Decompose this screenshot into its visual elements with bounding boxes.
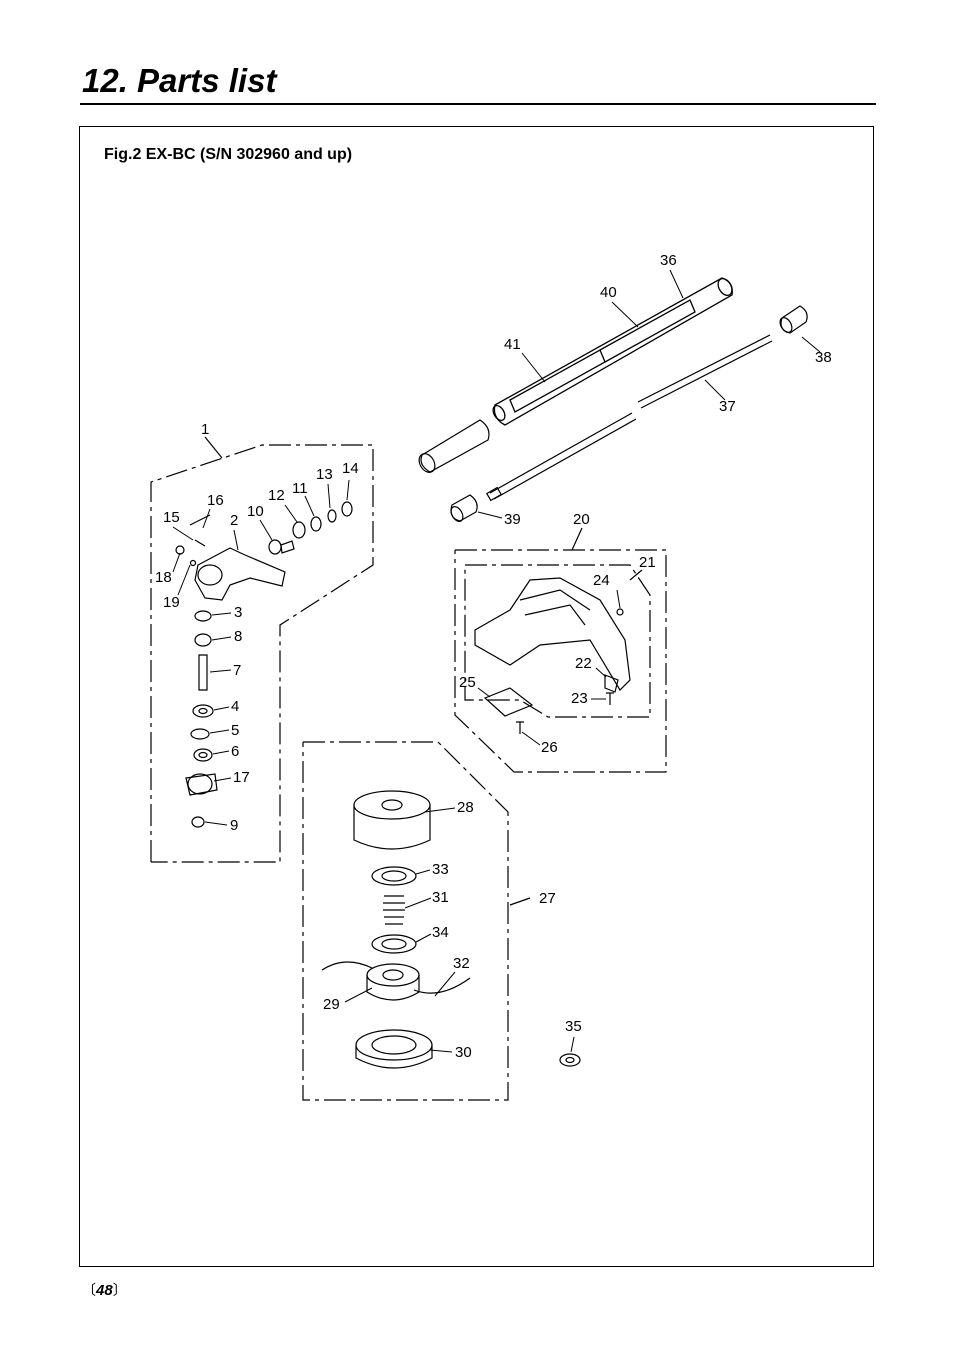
gear-case	[194, 547, 286, 601]
callout-30: 30	[455, 1044, 472, 1061]
spool	[321, 961, 471, 1001]
callout-10: 10	[247, 503, 264, 520]
callout-25: 25	[459, 674, 476, 691]
callout-28: 28	[457, 799, 474, 816]
callout-16: 16	[207, 492, 224, 509]
callout-38: 38	[815, 349, 832, 366]
clip-22	[604, 674, 619, 693]
page-title: 12. Parts list	[82, 62, 277, 99]
callout-6: 6	[231, 743, 240, 760]
bolt-23	[606, 692, 614, 705]
callout-41: 41	[504, 336, 521, 353]
callout-29: 29	[323, 996, 340, 1013]
callout-14: 14	[342, 460, 359, 477]
callout-12: 12	[268, 487, 285, 504]
callout-8: 8	[234, 628, 243, 645]
callout-1: 1	[201, 421, 210, 438]
plate-25	[483, 687, 534, 717]
callout-19: 19	[163, 594, 180, 611]
figure-frame	[79, 126, 874, 1267]
callout-17: 17	[233, 769, 250, 786]
page-bracket-close: 〕	[112, 1282, 127, 1298]
callout-27: 27	[539, 890, 556, 907]
callout-24: 24	[593, 572, 610, 589]
grip-tube	[418, 419, 490, 473]
guard-shape	[474, 577, 631, 691]
callout-15: 15	[163, 509, 180, 526]
callout-34: 34	[432, 924, 449, 941]
callout-13: 13	[316, 466, 333, 483]
cutter-cover	[355, 1029, 433, 1069]
callout-9: 9	[230, 817, 239, 834]
callout-33: 33	[432, 861, 449, 878]
group-1-boundary	[150, 444, 374, 863]
main-pipe	[492, 277, 733, 426]
callout-21: 21	[639, 554, 656, 571]
bushing-38	[779, 305, 808, 334]
group-20-boundary	[454, 549, 667, 773]
callout-11: 11	[292, 480, 308, 497]
bushing-39	[450, 494, 478, 522]
callout-7: 7	[233, 662, 242, 679]
bolt-26	[516, 721, 524, 734]
callout-36: 36	[660, 252, 677, 269]
callout-20: 20	[573, 511, 590, 528]
page-number: 〔48〕	[82, 1280, 127, 1300]
page-number-value: 48	[96, 1282, 113, 1299]
callout-23: 23	[571, 690, 588, 707]
callout-40: 40	[600, 284, 617, 301]
drive-shaft	[485, 334, 773, 502]
callout-2: 2	[230, 512, 239, 529]
callout-26: 26	[541, 739, 558, 756]
callout-5: 5	[231, 722, 240, 739]
cutter-head	[353, 790, 431, 850]
callout-31: 31	[432, 889, 449, 906]
callout-32: 32	[453, 955, 470, 972]
page-bracket-open: 〔	[82, 1282, 96, 1298]
figure-caption: Fig.2 EX-BC (S/N 302960 and up)	[104, 146, 353, 163]
washer-35	[559, 1053, 581, 1067]
callout-35: 35	[565, 1018, 582, 1035]
callout-39: 39	[504, 511, 521, 528]
callout-18: 18	[155, 569, 172, 586]
title-underline	[80, 103, 876, 105]
group-27-boundary	[302, 741, 509, 1101]
callout-37: 37	[719, 398, 736, 415]
callout-4: 4	[231, 698, 240, 715]
callout-22: 22	[575, 655, 592, 672]
callout-3: 3	[234, 604, 243, 621]
